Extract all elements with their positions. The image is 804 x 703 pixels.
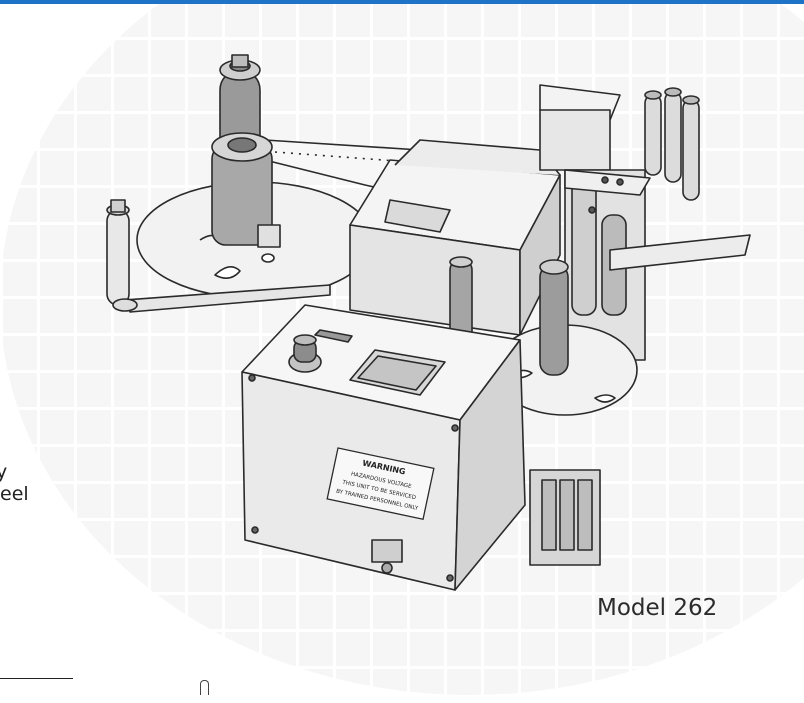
rewind-hub bbox=[539, 264, 569, 376]
left-thin-roller bbox=[106, 209, 130, 306]
model-label: Model 262 bbox=[597, 595, 718, 621]
cropped-text-line-2: eel bbox=[0, 483, 29, 505]
top-accent-bar bbox=[0, 0, 804, 4]
cropped-text-line-1: y bbox=[0, 461, 8, 483]
bottom-rule bbox=[0, 678, 73, 679]
arch-glyph-icon bbox=[200, 680, 209, 695]
warning-plate: WARNING HAZARDOUS VOLTAGE THIS UNIT TO B… bbox=[326, 447, 435, 521]
